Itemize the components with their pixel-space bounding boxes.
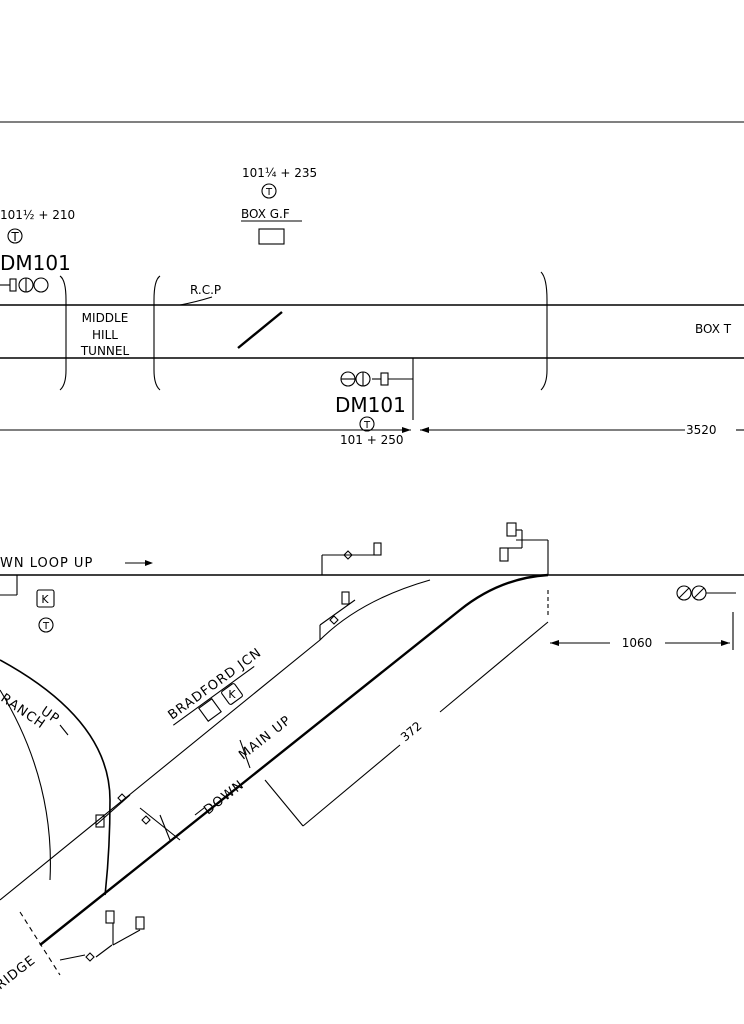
branch-signal-lower bbox=[95, 793, 181, 841]
signal-right-icon bbox=[340, 358, 414, 420]
tunnel-left-portal bbox=[59, 275, 67, 391]
junction-group: BRADFORD JCN bbox=[166, 645, 265, 726]
main-divider bbox=[239, 739, 251, 769]
t-symbol-left bbox=[7, 228, 23, 244]
loop-right-signal-icon bbox=[676, 585, 736, 601]
dim-372-leader bbox=[264, 779, 304, 827]
t-symbol-lower bbox=[38, 617, 54, 633]
box-right-label: BOX T bbox=[695, 322, 732, 336]
dim-arrow-right bbox=[420, 427, 429, 433]
k-symbol: K bbox=[41, 593, 49, 606]
bridge-label: RIDGE bbox=[0, 953, 39, 993]
branch-up-arrow bbox=[59, 724, 69, 736]
t-symbol-box-label: T bbox=[265, 187, 273, 198]
signal-left-icon bbox=[0, 277, 49, 293]
dimension-1060: 1060 bbox=[622, 636, 653, 650]
bridge-signal bbox=[59, 910, 145, 962]
mileage-left: 101½ + 210 bbox=[0, 208, 75, 222]
box-gf-label: BOX G.F bbox=[241, 207, 290, 221]
tunnel-line1: MIDDLE bbox=[82, 311, 129, 325]
dim-372-line-b bbox=[439, 621, 549, 713]
mileage-right: 101 + 250 bbox=[340, 433, 404, 447]
tunnel-line3: TUNNEL bbox=[80, 344, 130, 358]
dim-arrow-left bbox=[402, 427, 411, 433]
dimension-3520: 3520 bbox=[686, 423, 717, 437]
upper-section: 101½ + 210 T DM101 101¼ + 235 T BOX G.F … bbox=[0, 121, 744, 447]
t-symbol-box bbox=[261, 183, 277, 199]
branch-inner-curve bbox=[0, 689, 51, 881]
junction-k-symbol: K bbox=[228, 688, 236, 701]
junction-k-box bbox=[221, 683, 243, 705]
t-symbol-right bbox=[359, 416, 375, 432]
branch-curve bbox=[0, 659, 111, 896]
loop-up-arrowhead bbox=[145, 560, 153, 566]
junction-name: BRADFORD JCN bbox=[166, 645, 265, 723]
rcp-mark bbox=[179, 296, 213, 306]
lower-section: WN LOOP UP K T bbox=[0, 522, 744, 993]
dim-372-line-a bbox=[302, 744, 401, 827]
junction-box-icon bbox=[198, 698, 222, 722]
branch-signal-upper bbox=[319, 591, 356, 640]
bridge-dashed-line bbox=[19, 911, 61, 976]
loop-label: WN LOOP UP bbox=[0, 556, 93, 571]
signal-left-id: DM101 bbox=[0, 251, 71, 275]
mileage-box: 101¼ + 235 bbox=[242, 166, 317, 180]
main-lower-curve bbox=[39, 573, 549, 946]
main-up-label: MAIN UP bbox=[236, 713, 294, 763]
loop-signal-icon bbox=[321, 542, 382, 575]
crossover-mark bbox=[237, 311, 283, 349]
section-bracket-right bbox=[540, 271, 548, 391]
k-symbol-box bbox=[36, 589, 55, 608]
tunnel-right-portal bbox=[153, 275, 161, 391]
t-symbol-lower-label: T bbox=[42, 621, 50, 632]
rcp-label: R.C.P bbox=[190, 283, 221, 297]
down-label: DOWN bbox=[201, 778, 247, 819]
junction-signal-icon bbox=[499, 522, 549, 575]
down-arrow bbox=[194, 807, 205, 816]
signal-box-icon bbox=[258, 228, 285, 245]
t-symbol-left-label: T bbox=[10, 230, 19, 244]
t-symbol-right-label: T bbox=[363, 420, 371, 431]
signal-right-id: DM101 bbox=[335, 393, 406, 417]
dimension-372: 372 bbox=[398, 719, 425, 744]
tunnel-line2: HILL bbox=[92, 328, 118, 342]
main-upper-curve bbox=[0, 579, 431, 901]
